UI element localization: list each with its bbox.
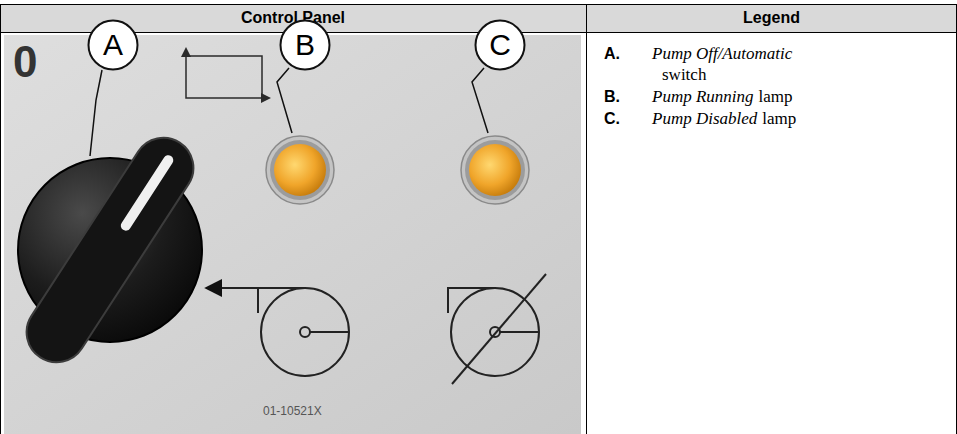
- callout-letter: B: [295, 28, 315, 62]
- leader-lines: [90, 68, 488, 156]
- off-position-mark: 0: [13, 38, 37, 86]
- legend-row: C.Pump Disabled lamp: [604, 108, 796, 129]
- header-band: [0, 4, 957, 32]
- legend-text: Pump Running: [652, 87, 754, 106]
- disabled-lamp: [461, 136, 529, 204]
- legend-row: switch: [662, 64, 706, 85]
- callout-letter: A: [103, 28, 123, 62]
- callout-circle: A: [87, 19, 139, 71]
- auto-symbol: [181, 47, 271, 103]
- legend-text: Pump Disabled: [652, 109, 757, 128]
- pump-running-symbol: [206, 288, 349, 376]
- legend-row: B.Pump Running lamp: [604, 86, 793, 107]
- figure-code: 01-10521X: [263, 404, 322, 418]
- legend-text: Pump Off/Automatic: [652, 44, 792, 63]
- running-lamp: [266, 136, 334, 204]
- header-cell: Legend: [587, 4, 956, 32]
- legend-text: lamp: [759, 87, 793, 106]
- callout-circle: B: [279, 19, 331, 71]
- selector-knob: [15, 126, 205, 373]
- callout-circle: C: [474, 19, 526, 71]
- legend-text: lamp: [762, 109, 796, 128]
- callout-letter: C: [489, 28, 511, 62]
- table-rules: [0, 4, 957, 434]
- legend-row: A.Pump Off/Automatic: [604, 43, 797, 64]
- legend-key: B.: [604, 86, 652, 107]
- legend-text: switch: [662, 65, 706, 84]
- legend-key: A.: [604, 43, 652, 64]
- pump-disabled-symbol: [448, 274, 546, 384]
- panel-photo: [4, 35, 581, 434]
- legend-key: C.: [604, 108, 652, 129]
- column-header: Legend: [743, 9, 800, 27]
